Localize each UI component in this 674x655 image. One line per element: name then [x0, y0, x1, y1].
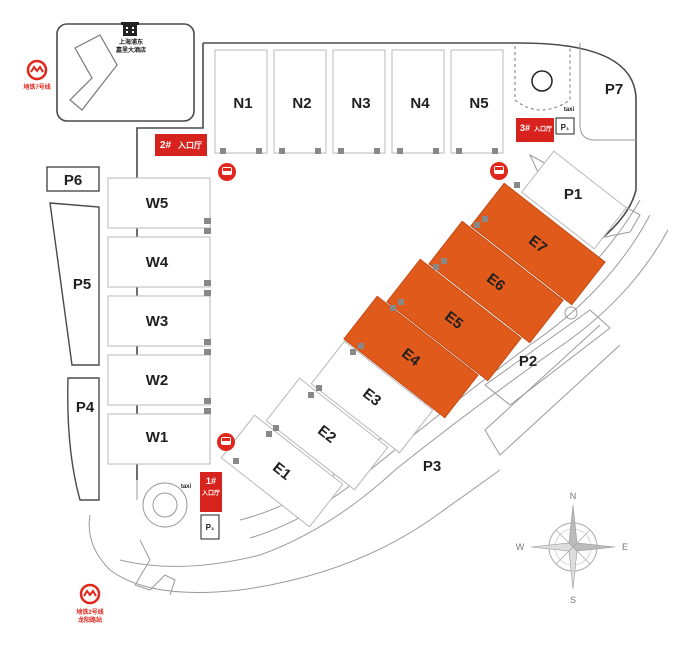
- entrance-2-number: 2#: [160, 140, 172, 151]
- compass-s: S: [570, 595, 576, 605]
- west-halls: [107, 177, 211, 465]
- metro-line2-label-1: 地铁2号线: [76, 608, 103, 616]
- p1-label: P1: [564, 186, 582, 203]
- compass-w: W: [516, 542, 525, 552]
- roundabout-small: [564, 306, 578, 320]
- hall-e6[interactable]: [428, 220, 564, 344]
- hall-w1[interactable]: [107, 413, 211, 465]
- hall-e7[interactable]: [470, 182, 606, 306]
- hall-e2[interactable]: [265, 377, 389, 491]
- p3-label: P3: [423, 458, 441, 475]
- plaza-circle: [531, 70, 553, 92]
- parking-sign-icon: [555, 117, 575, 135]
- venue-outline: [203, 42, 637, 241]
- metro-line7-label: 地铁7号线: [23, 83, 50, 91]
- entrance-3-label: 入口厅: [533, 125, 552, 133]
- p3-island: [484, 324, 621, 456]
- hall-w3-label: W3: [146, 313, 169, 330]
- hall-e3[interactable]: [310, 340, 434, 454]
- hall-w3[interactable]: [107, 295, 211, 347]
- p2-label: P2: [519, 353, 537, 370]
- hotel-name-line2: 嘉里大酒店: [115, 46, 146, 54]
- taxi-icon-1: taxi: [181, 484, 192, 490]
- entrance-2-badge[interactable]: 2# 入口厅: [155, 134, 207, 156]
- hall-n4[interactable]: [391, 49, 445, 154]
- hall-n3-label: N3: [351, 95, 370, 112]
- hall-w1-label: W1: [146, 429, 169, 446]
- bus-icon: [218, 163, 236, 181]
- entrance-1-number: 1#: [206, 476, 216, 486]
- metro-logo-icon: [79, 583, 101, 605]
- taxi-icon-3: taxi: [564, 107, 575, 113]
- east-halls: E1 E2 E3 E4 E5 E6 E7: [220, 150, 627, 528]
- metro-logo-icon: [26, 59, 48, 81]
- plaza-dashed: [514, 46, 571, 111]
- entrance-1-label: 入口厅: [201, 489, 220, 497]
- north-halls: [214, 49, 504, 154]
- parking-sign-icon: [200, 514, 220, 540]
- entrance-2-label: 入口厅: [177, 141, 202, 150]
- hall-n1[interactable]: [214, 49, 268, 154]
- roundabout-outer: [142, 482, 188, 528]
- compass-e: E: [622, 542, 628, 552]
- hall-e1[interactable]: [220, 414, 344, 528]
- p4-label: P4: [76, 399, 95, 416]
- hotel-name-line1: 上海浦东: [119, 38, 143, 46]
- hall-e4[interactable]: [343, 295, 479, 419]
- parking-sign-1-label: P₁: [206, 523, 215, 532]
- entrance-1-badge[interactable]: 1# 入口厅: [200, 472, 222, 512]
- hall-n1-label: N1: [233, 95, 252, 112]
- hall-w2-label: W2: [146, 372, 169, 389]
- hall-n5-label: N5: [469, 95, 488, 112]
- hall-n2[interactable]: [273, 49, 327, 154]
- hall-e5[interactable]: [386, 258, 522, 382]
- compass-n: N: [570, 491, 577, 501]
- p4-lot[interactable]: [67, 377, 100, 501]
- hall-n4-label: N4: [410, 95, 430, 112]
- road-3: [119, 229, 669, 567]
- p5-label: P5: [73, 276, 91, 293]
- hall-n2-label: N2: [292, 95, 311, 112]
- parking-sign-3-label: P₁: [561, 123, 570, 132]
- metro-line2-label-2: 龙阳路站: [78, 616, 102, 624]
- hall-n5[interactable]: [450, 49, 504, 154]
- hall-n3[interactable]: [332, 49, 386, 154]
- p5-lot[interactable]: [49, 202, 100, 366]
- hall-w2[interactable]: [107, 354, 211, 406]
- p7-label: P7: [605, 81, 623, 98]
- bus-icon: [490, 162, 508, 180]
- compass-rose-icon: [530, 504, 616, 590]
- hall-w5-label: W5: [146, 195, 169, 212]
- entrance-3-number: 3#: [520, 123, 530, 133]
- p6-lot[interactable]: [46, 166, 100, 192]
- p2-lot: [484, 309, 611, 406]
- roundabout-inner: [152, 492, 178, 518]
- south-building: [134, 539, 176, 596]
- p1-area: [521, 150, 627, 250]
- p7-lot-edge: [579, 43, 636, 141]
- hall-w4[interactable]: [107, 236, 211, 288]
- hall-w5[interactable]: [107, 177, 211, 229]
- hotel-building-icon: [121, 22, 139, 36]
- hall-w4-label: W4: [146, 254, 169, 271]
- entrance-3-badge[interactable]: 3# 入口厅: [516, 118, 554, 142]
- hotel-footprint: [69, 34, 118, 111]
- bus-icon: [217, 433, 235, 451]
- south-road: [88, 469, 501, 593]
- p6-label: P6: [64, 172, 82, 189]
